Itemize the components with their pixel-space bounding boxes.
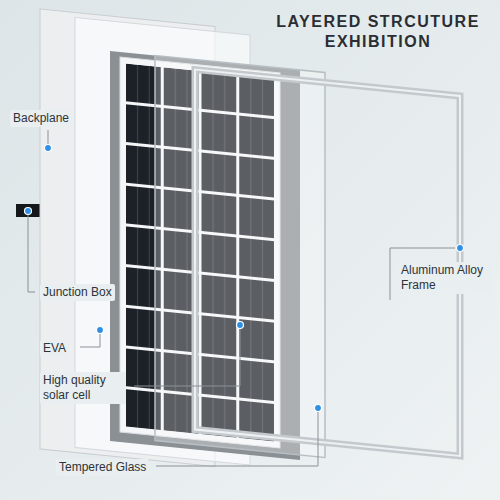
leader-line <box>134 329 240 386</box>
part-label: EVA <box>40 340 69 357</box>
callout-dot <box>97 327 104 334</box>
leader-line <box>28 215 35 292</box>
callout-dot <box>237 322 244 329</box>
part-label: Junction Box <box>40 284 115 301</box>
callout-dot <box>457 245 464 252</box>
leader-line <box>48 130 49 144</box>
part-label: Aluminum Alloy Frame <box>398 262 492 294</box>
part-label: High quality solar cell <box>40 372 126 404</box>
callout-dot <box>25 208 32 215</box>
part-label: Backplane <box>10 110 72 127</box>
tempered-glass <box>155 56 325 458</box>
callout-dot <box>45 145 52 152</box>
callout-dot <box>315 405 322 412</box>
heading: LAYERED STRCUTURE EXHIBITION <box>262 12 494 52</box>
leader-line <box>156 412 318 466</box>
part-label: Tempered Glass <box>56 459 149 476</box>
leader-line <box>80 334 100 347</box>
